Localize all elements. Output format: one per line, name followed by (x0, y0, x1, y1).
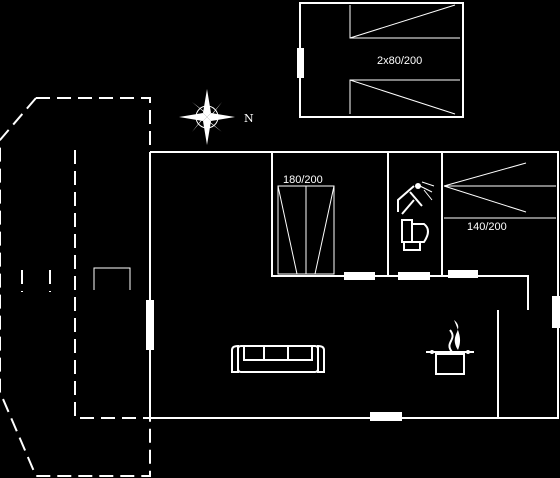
window-top-room (297, 48, 304, 78)
door-bedroom-1 (344, 272, 375, 280)
bed-140-200 (443, 162, 556, 219)
bed-2x80-200 (349, 4, 460, 115)
room-top-bedroom: 2x80/200 (297, 2, 464, 118)
door-bedroom-2 (448, 270, 478, 278)
terrace-outline (0, 97, 151, 477)
bed-180-200 (277, 185, 335, 275)
toilet-icon (401, 219, 429, 251)
stove-icon (426, 350, 474, 375)
shower-icon (397, 181, 435, 215)
openings (146, 270, 560, 421)
room-bathroom (397, 181, 435, 251)
window-living-left (146, 300, 154, 350)
kitchen (426, 320, 474, 375)
room-bedroom-1: 180/200 (277, 174, 335, 275)
sofa-icon (231, 344, 325, 373)
interior-walls (271, 152, 529, 418)
bed-label-1: 180/200 (283, 174, 323, 186)
bed-label-2: 140/200 (467, 221, 507, 233)
compass-rose-icon: N (179, 89, 254, 145)
door-bathroom (398, 272, 430, 280)
north-label: N (244, 112, 254, 125)
steam-icon (448, 320, 461, 353)
house-walls (149, 151, 559, 419)
room-bedroom-2: 140/200 (443, 162, 556, 233)
window-right (552, 296, 560, 328)
bed-label-top: 2x80/200 (377, 55, 422, 67)
door-main (370, 412, 402, 421)
